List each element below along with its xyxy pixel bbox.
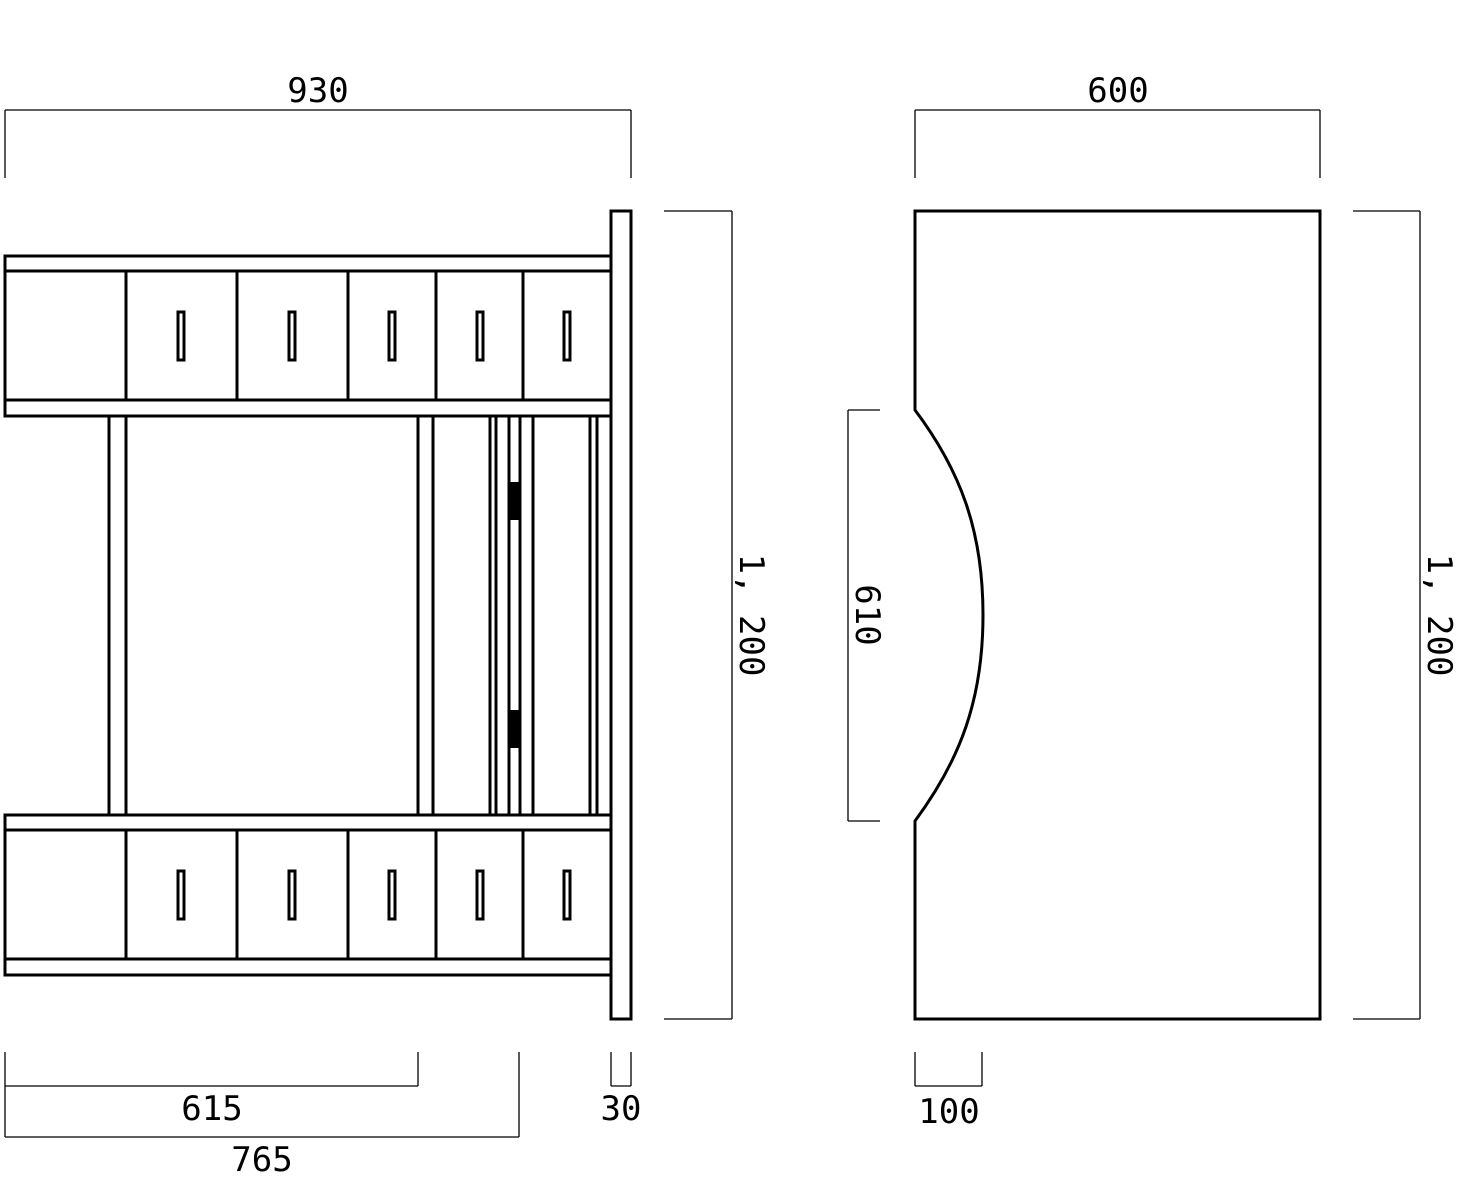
dimension-615: 615 xyxy=(4,1052,419,1137)
drawer-handle xyxy=(562,869,572,921)
dimension-765: 765 xyxy=(5,1052,520,1180)
dimension-610-label: 610 xyxy=(847,584,887,645)
dimension-100-label: 100 xyxy=(918,1092,979,1132)
drawer-handle xyxy=(176,310,186,362)
dimension-930: 930 xyxy=(4,71,632,178)
hinge xyxy=(509,482,520,520)
drawer-handle xyxy=(287,869,297,921)
dimension-610: 610 xyxy=(847,409,887,822)
dimension-930-label: 930 xyxy=(287,71,348,111)
dimension-600-label: 600 xyxy=(1087,71,1148,111)
dimension-1200-side: 1, 200 xyxy=(1353,210,1459,1020)
hinge xyxy=(509,710,520,748)
dimension-1200-front: 1, 200 xyxy=(664,210,771,1020)
dimension-30: 30 xyxy=(601,1052,642,1129)
middle-frame xyxy=(107,416,599,815)
drawer-handle xyxy=(475,310,485,362)
side-view: 600 610 1, 200 100 xyxy=(847,71,1459,1132)
dimension-100: 100 xyxy=(914,1052,983,1132)
side-panel xyxy=(609,209,633,1021)
drawer-handle xyxy=(176,869,186,921)
drawer-handle xyxy=(562,310,572,362)
dimension-765-label: 765 xyxy=(231,1140,292,1180)
drawer-handle xyxy=(387,310,397,362)
drawer-handle xyxy=(475,869,485,921)
drawer-handle xyxy=(287,310,297,362)
front-view: 930 xyxy=(3,71,771,1180)
bottom-drawer-unit xyxy=(3,813,613,977)
dimension-600: 600 xyxy=(914,71,1321,178)
side-panel-outline xyxy=(913,209,1322,1021)
drawer-handle xyxy=(387,869,397,921)
dimension-30-label: 30 xyxy=(601,1089,642,1129)
dimension-1200-side-label: 1, 200 xyxy=(1419,554,1459,677)
top-drawer-unit xyxy=(3,254,613,418)
dimension-615-label: 615 xyxy=(181,1089,242,1129)
dimension-1200-front-label: 1, 200 xyxy=(731,554,771,677)
